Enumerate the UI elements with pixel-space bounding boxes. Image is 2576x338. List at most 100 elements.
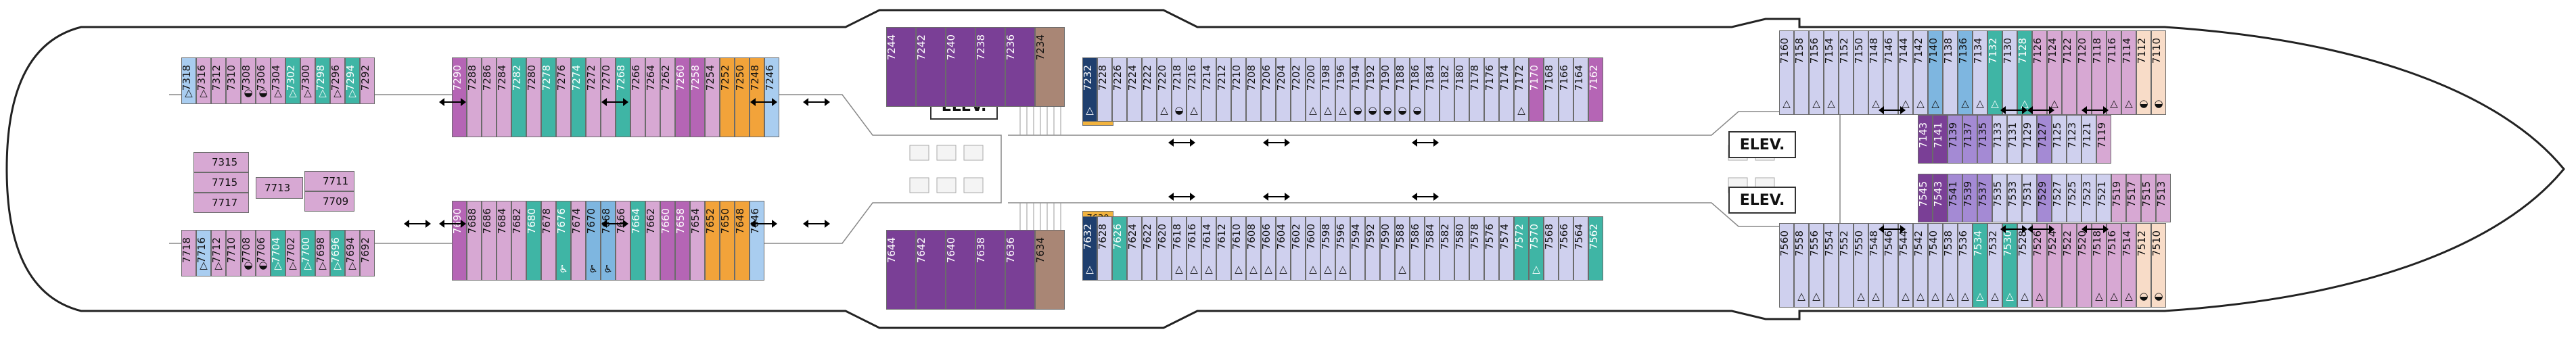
cabin-7164[interactable]: 7164	[1573, 57, 1588, 122]
cabin-7588[interactable]: 7588△	[1395, 216, 1410, 281]
cabin-7612[interactable]: 7612	[1216, 216, 1231, 281]
cabin-7214[interactable]: 7214	[1201, 57, 1216, 122]
cabin-7192[interactable]: 7192◒	[1365, 57, 1380, 122]
cabin-7204[interactable]: 7204	[1276, 57, 1291, 122]
cabin-7114[interactable]: 7114△	[2121, 30, 2136, 115]
cabin-7606[interactable]: 7606△	[1261, 216, 1276, 281]
cabin-7616[interactable]: 7616△	[1187, 216, 1201, 281]
cabin-7708[interactable]: 7708◒	[241, 230, 256, 276]
cabin-7652[interactable]: 7652	[705, 201, 720, 281]
cabin-7146[interactable]: 7146	[1883, 30, 1898, 115]
cabin-7602[interactable]: 7602	[1291, 216, 1306, 281]
cabin-7688[interactable]: 7688	[467, 201, 482, 281]
cabin-7120[interactable]: 7120	[2077, 30, 2092, 115]
cabin-7138[interactable]: 7138	[1943, 30, 1958, 115]
cabin-7174[interactable]: 7174	[1499, 57, 1514, 122]
cabin-7244[interactable]: 7244	[886, 27, 916, 107]
cabin-7584[interactable]: 7584	[1425, 216, 1440, 281]
cabin-7535[interactable]: 7535	[1992, 174, 2007, 222]
cabin-7572[interactable]: 7572	[1514, 216, 1529, 281]
cabin-7710[interactable]: 7710	[226, 230, 241, 276]
cabin-7262[interactable]: 7262	[660, 57, 675, 137]
cabin-7516[interactable]: 7516△	[2107, 223, 2121, 308]
cabin-7716[interactable]: 7716△	[196, 230, 211, 276]
cabin-7234[interactable]: 7234	[1035, 27, 1065, 107]
cabin-7134[interactable]: 7134△	[1973, 30, 1987, 115]
cabin-7706[interactable]: 7706◒	[256, 230, 271, 276]
cabin-7544[interactable]: 7544△	[1898, 223, 1913, 308]
cabin-7620[interactable]: 7620	[1157, 216, 1172, 281]
cabin-7644[interactable]: 7644	[886, 230, 916, 310]
cabin-7618[interactable]: 7618△	[1172, 216, 1187, 281]
cabin-7182[interactable]: 7182	[1440, 57, 1454, 122]
cabin-7684[interactable]: 7684	[497, 201, 511, 281]
cabin-7519[interactable]: 7519	[2111, 174, 2126, 222]
cabin-7596[interactable]: 7596△	[1335, 216, 1350, 281]
cabin-7510[interactable]: 7510◒	[2151, 223, 2166, 308]
cabin-7540[interactable]: 7540△	[1928, 223, 1943, 308]
cabin-7152[interactable]: 7152	[1839, 30, 1854, 115]
cabin-7236[interactable]: 7236	[1005, 27, 1035, 107]
cabin-7528[interactable]: 7528△	[2017, 223, 2032, 308]
cabin-7702[interactable]: 7702△	[285, 230, 300, 276]
cabin-7220[interactable]: 7220△	[1157, 57, 1172, 122]
cabin-7568[interactable]: 7568	[1544, 216, 1559, 281]
cabin-7678[interactable]: 7678	[541, 201, 556, 281]
cabin-7715[interactable]: 7715	[193, 172, 249, 193]
cabin-7216[interactable]: 7216△	[1187, 57, 1201, 122]
cabin-7518[interactable]: 7518△	[2092, 223, 2107, 308]
cabin-7242[interactable]: 7242	[916, 27, 946, 107]
cabin-7226[interactable]: 7226	[1112, 57, 1127, 122]
cabin-7168[interactable]: 7168	[1544, 57, 1559, 122]
cabin-7126[interactable]: 7126	[2032, 30, 2047, 115]
cabin-7200[interactable]: 7200△	[1306, 57, 1320, 122]
cabin-7636[interactable]: 7636	[1005, 230, 1035, 310]
cabin-7608[interactable]: 7608△	[1246, 216, 1261, 281]
cabin-7560[interactable]: 7560	[1779, 223, 1794, 308]
cabin-7143[interactable]: 7143	[1918, 115, 1933, 164]
cabin-7188[interactable]: 7188◒	[1395, 57, 1410, 122]
cabin-7304[interactable]: 7304△	[271, 57, 285, 104]
cabin-7176[interactable]: 7176	[1484, 57, 1499, 122]
cabin-7316[interactable]: 7316△	[196, 57, 211, 104]
cabin-7531[interactable]: 7531	[2022, 174, 2037, 222]
cabin-7162[interactable]: 7162	[1588, 57, 1603, 122]
cabin-7218[interactable]: 7218◒	[1172, 57, 1187, 122]
cabin-7140[interactable]: 7140△	[1928, 30, 1943, 115]
cabin-7515[interactable]: 7515	[2141, 174, 2156, 222]
cabin-7662[interactable]: 7662	[645, 201, 660, 281]
cabin-7148[interactable]: 7148△	[1868, 30, 1883, 115]
cabin-7127[interactable]: 7127	[2037, 115, 2052, 164]
cabin-7300[interactable]: 7300△	[300, 57, 315, 104]
cabin-7308[interactable]: 7308◒	[241, 57, 256, 104]
cabin-7513[interactable]: 7513	[2156, 174, 2171, 222]
cabin-7116[interactable]: 7116△	[2107, 30, 2121, 115]
cabin-7238[interactable]: 7238	[975, 27, 1005, 107]
cabin-7545[interactable]: 7545	[1918, 174, 1933, 222]
cabin-7670[interactable]: 7670♿	[586, 201, 601, 281]
cabin-7180[interactable]: 7180	[1454, 57, 1469, 122]
cabin-7250[interactable]: 7250	[735, 57, 750, 137]
cabin-7692[interactable]: 7692	[360, 230, 375, 276]
cabin-7178[interactable]: 7178	[1469, 57, 1484, 122]
cabin-7532[interactable]: 7532△	[1987, 223, 2002, 308]
cabin-7278[interactable]: 7278	[541, 57, 556, 137]
cabin-7252[interactable]: 7252	[720, 57, 735, 137]
cabin-7318[interactable]: 7318△	[181, 57, 196, 104]
cabin-7664[interactable]: 7664	[630, 201, 645, 281]
cabin-7222[interactable]: 7222	[1142, 57, 1157, 122]
cabin-7582[interactable]: 7582	[1440, 216, 1454, 281]
cabin-7696[interactable]: 7696△	[330, 230, 345, 276]
cabin-7574[interactable]: 7574	[1499, 216, 1514, 281]
cabin-7522[interactable]: 7522	[2062, 223, 2077, 308]
cabin-7541[interactable]: 7541	[1948, 174, 1962, 222]
cabin-7538[interactable]: 7538△	[1943, 223, 1958, 308]
cabin-7542[interactable]: 7542△	[1913, 223, 1928, 308]
cabin-7666[interactable]: 7666	[616, 201, 630, 281]
cabin-7119[interactable]: 7119	[2096, 115, 2111, 164]
cabin-7592[interactable]: 7592	[1365, 216, 1380, 281]
cabin-7254[interactable]: 7254	[705, 57, 720, 137]
cabin-7628[interactable]: 7628	[1097, 216, 1112, 281]
cabin-7604[interactable]: 7604△	[1276, 216, 1291, 281]
cabin-7512[interactable]: 7512◒	[2136, 223, 2151, 308]
